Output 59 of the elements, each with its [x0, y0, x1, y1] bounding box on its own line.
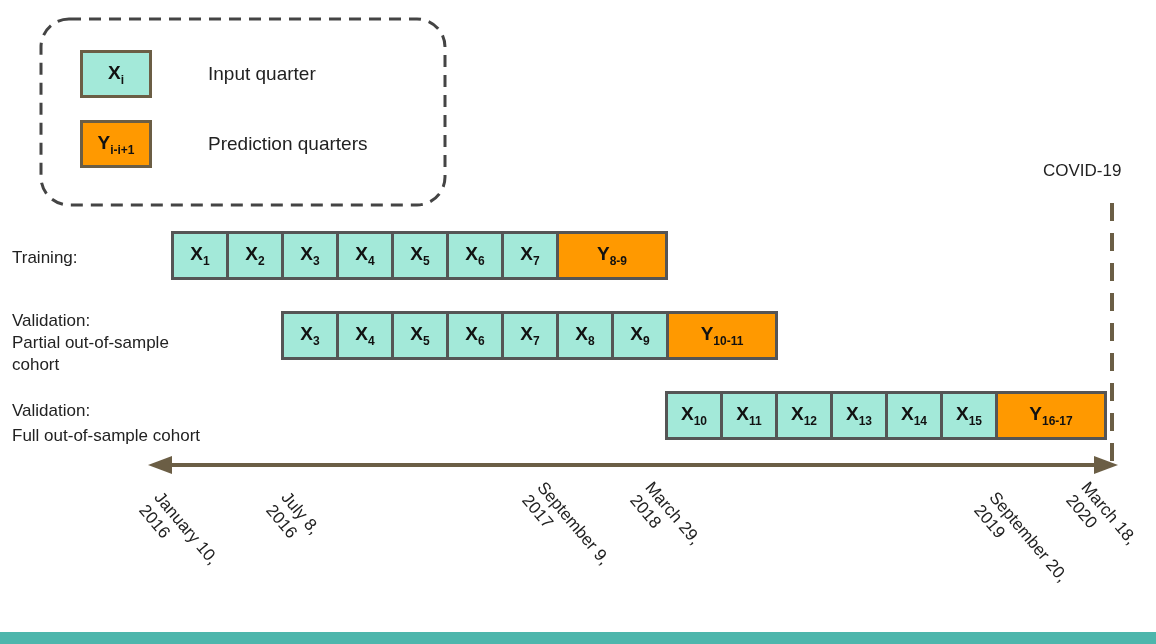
input-quarter-box — [449, 234, 501, 277]
input-quarter-box — [504, 314, 556, 357]
timeline-bar — [171, 231, 668, 280]
quarter-label: X$_{7}$ — [520, 323, 540, 348]
input-quarter-box — [339, 314, 391, 357]
input-quarter-box — [174, 234, 226, 277]
quarter-label: X$_{14}$ — [900, 403, 927, 428]
prediction-quarter-box — [998, 394, 1104, 437]
input-quarter-box — [394, 314, 446, 357]
quarter-label: Y$_{8-9}$ — [597, 243, 627, 268]
input-quarter-box — [723, 394, 775, 437]
quarter-label: X$_{10}$ — [680, 403, 707, 428]
quarter-label: X$_{12}$ — [790, 403, 817, 428]
quarter-label: X$_{7}$ — [520, 243, 540, 268]
quarter-label: X$_{4}$ — [355, 243, 375, 268]
row-label: Training: — [12, 247, 78, 269]
quarter-label: X$_{5}$ — [410, 323, 430, 348]
legend-text: Input quarter — [208, 63, 316, 85]
quarter-label: X$_{2}$ — [245, 243, 265, 268]
input-quarter-box — [778, 394, 830, 437]
quarter-label: X$_{1}$ — [190, 243, 210, 268]
input-quarter-box — [668, 394, 720, 437]
timeline-bar — [665, 391, 1107, 440]
quarter-label: X$_{9}$ — [630, 323, 650, 348]
quarter-label: X$_{4}$ — [355, 323, 375, 348]
quarter-label: X$_{11}$ — [736, 403, 762, 428]
quarter-label: X$_{8}$ — [575, 323, 595, 348]
prediction-quarter-box — [559, 234, 665, 277]
quarter-label: X$_{5}$ — [410, 243, 430, 268]
quarter-label: X$_{15}$ — [955, 403, 982, 428]
swatch-label: X$_{i}$ — [108, 61, 124, 87]
input-quarter-box — [229, 234, 281, 277]
event-label: COVID-19 — [1043, 160, 1122, 182]
quarter-label: Y$_{16-17}$ — [1029, 403, 1073, 428]
input-quarter-box — [394, 234, 446, 277]
row-label: Partial out-of-sample cohort — [12, 332, 170, 376]
quarter-label: Y$_{10-11}$ — [700, 323, 744, 348]
swatch-label: Y$_{i-i+1}$ — [97, 131, 135, 157]
input-quarter-box — [449, 314, 501, 357]
input-quarter-box — [504, 234, 556, 277]
quarter-label: X$_{13}$ — [845, 403, 872, 428]
input-quarter-box — [284, 314, 336, 357]
quarter-label: X$_{6}$ — [465, 243, 485, 268]
row-label: Validation: — [12, 400, 91, 422]
input-quarter-box — [339, 234, 391, 277]
row-label: Validation: — [12, 310, 91, 332]
input-quarter-box — [614, 314, 666, 357]
timeline-bar — [281, 311, 778, 360]
quarter-label: X$_{6}$ — [465, 323, 485, 348]
prediction-quarter-box — [669, 314, 775, 357]
input-quarter-box — [943, 394, 995, 437]
row-label: Full out-of-sample cohort — [12, 425, 201, 447]
input-quarter-box — [888, 394, 940, 437]
quarter-label: X$_{3}$ — [300, 243, 320, 268]
quarter-label: X$_{3}$ — [300, 323, 320, 348]
input-quarter-box — [559, 314, 611, 357]
input-quarter-box — [833, 394, 885, 437]
legend-text: Prediction quarters — [208, 133, 368, 155]
input-quarter-box — [284, 234, 336, 277]
